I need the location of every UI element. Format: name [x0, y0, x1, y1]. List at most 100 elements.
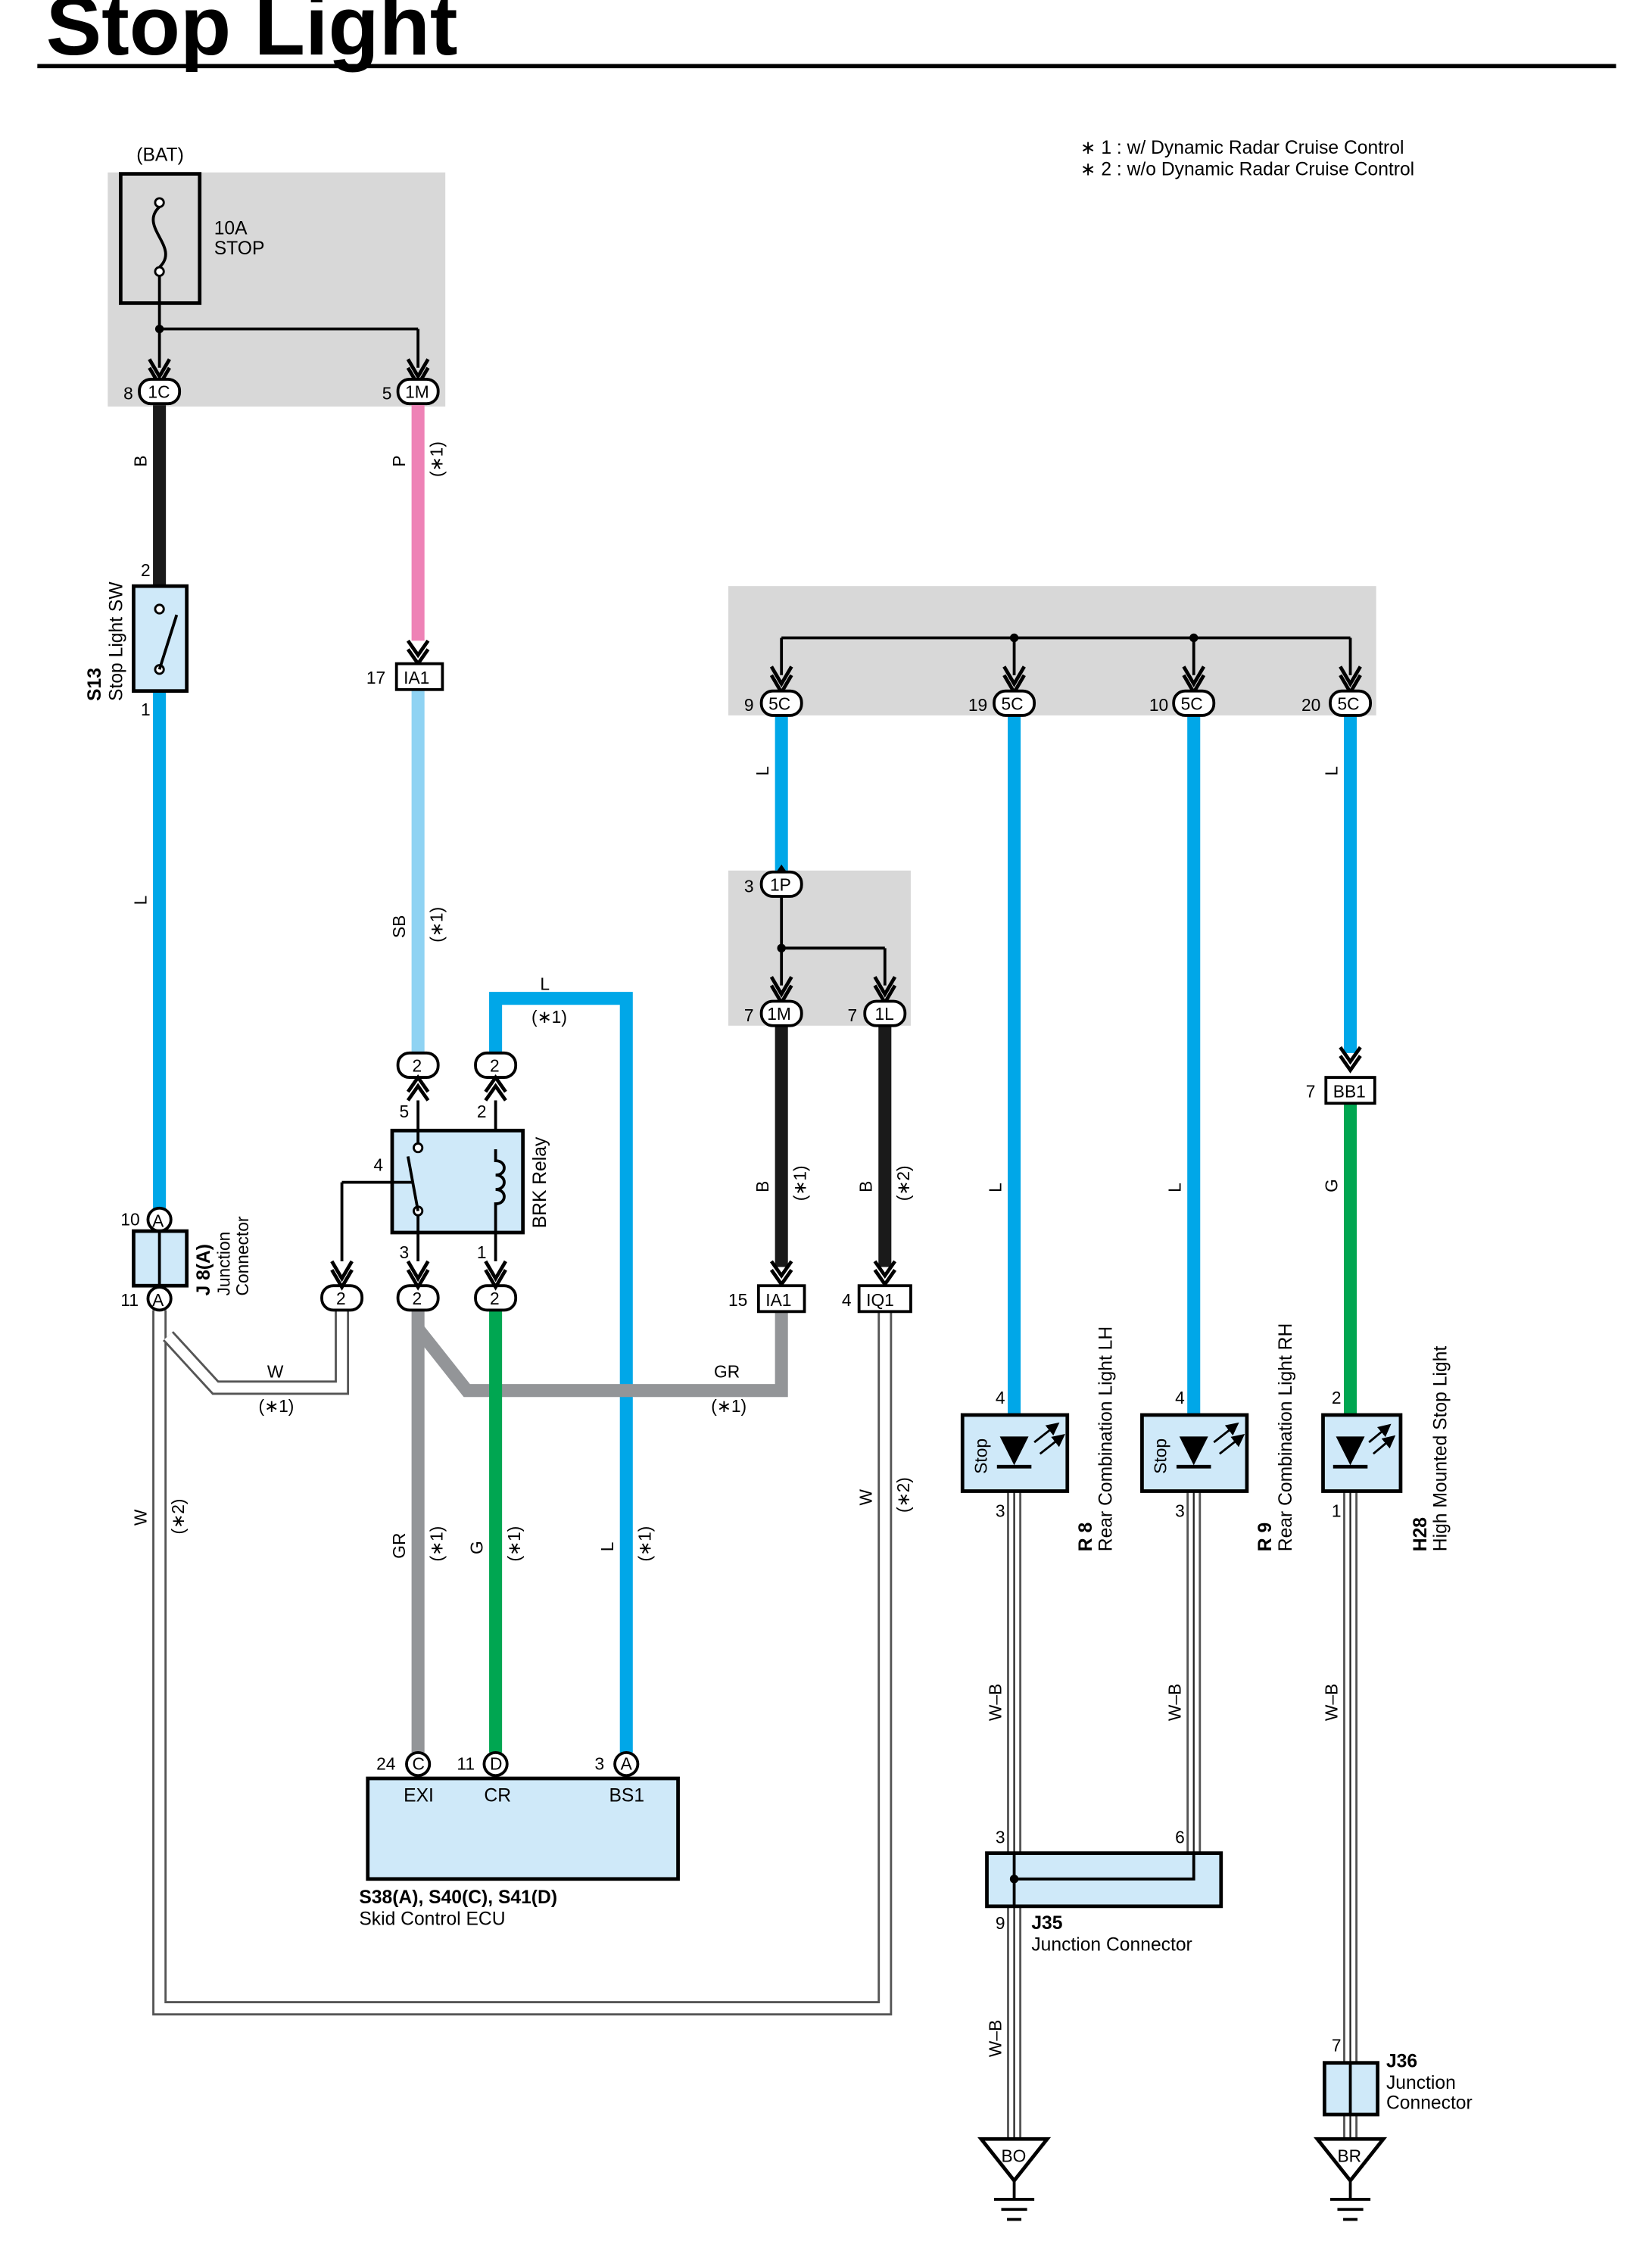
wire-note-1: (∗1)	[426, 1526, 446, 1562]
fuse-terminal	[154, 266, 165, 277]
connector-5c	[993, 689, 1036, 717]
wire-label-l: L	[1321, 766, 1341, 776]
h28-code: H28	[1410, 1517, 1431, 1551]
relay-pin-1: 1	[477, 1242, 487, 1262]
wire-wb-stripe	[1013, 1491, 1351, 2138]
connector-5c-pin: 10	[1149, 695, 1168, 715]
connector-bb1	[1324, 1076, 1376, 1105]
r8-code: R 8	[1076, 1523, 1096, 1551]
wire-note-1: (∗1)	[635, 1526, 655, 1562]
splice-dot	[1009, 1875, 1019, 1884]
ground-icon	[977, 2137, 1052, 2184]
connector-ia1-top-pin: 17	[366, 668, 385, 687]
s13-pin-top: 2	[141, 560, 151, 580]
ground-icon	[1313, 2137, 1388, 2184]
r9-pin-bot: 3	[1175, 1501, 1185, 1521]
connector-arrow-icon	[406, 1074, 430, 1102]
wire-label-gr: GR	[714, 1362, 740, 1382]
ecu-codes: S38(A), S40(C), S41(D)	[359, 1887, 557, 1908]
skid-control-ecu	[366, 1776, 680, 1881]
j8-name: Junction	[214, 1232, 234, 1296]
wire-w-relay	[163, 1310, 350, 1395]
connector-5c-pin: 20	[1301, 695, 1320, 715]
relay-connector-pin: 2	[490, 1289, 500, 1308]
note-1: ∗ 1 : w/ Dynamic Radar Cruise Control	[1080, 138, 1404, 158]
wire-note-1: (∗1)	[426, 907, 446, 943]
wire-note-1: (∗1)	[531, 1007, 567, 1027]
j35-pin-right: 6	[1175, 1827, 1185, 1847]
ecu-terminal	[405, 1750, 432, 1778]
j35-pin-out: 9	[996, 1913, 1005, 1933]
wire-label-p: P	[389, 455, 409, 466]
wire-label-l: L	[540, 974, 550, 993]
connector-5c-pin: 19	[968, 695, 987, 715]
j36-name: Connector	[1386, 2093, 1473, 2113]
wire-label-gr: GR	[389, 1533, 409, 1559]
ground-bo-label: BO	[1001, 2146, 1026, 2166]
connector-5c-id: 5C	[1001, 693, 1023, 713]
r9-lamp-label: Stop	[1151, 1438, 1170, 1474]
ecu-terminal-letter: C	[413, 1754, 425, 1774]
wire-label-wb: W–B	[985, 2020, 1005, 2057]
wire-note-2: (∗2)	[893, 1477, 913, 1513]
connector-1c-id: 1C	[148, 382, 170, 402]
connector-1m	[396, 378, 440, 406]
r9-rear-combination-light-rh: Stop	[1140, 1413, 1249, 1493]
ecu-terminal	[482, 1750, 509, 1778]
connector-ia1-bottom	[756, 1284, 806, 1314]
light-ray-icon	[1039, 1434, 1065, 1455]
page-title: Stop Light	[46, 0, 458, 73]
connector-ia1-bottom-id: IA1	[765, 1290, 791, 1310]
wire-note-1: (∗1)	[711, 1396, 747, 1416]
wire-label-g: G	[467, 1541, 487, 1554]
j36-name: Junction	[1386, 2073, 1456, 2093]
led-icon	[1179, 1436, 1208, 1466]
relay-connector-pin: 2	[413, 1289, 422, 1308]
connector-ia1-bottom-pin: 15	[728, 1290, 747, 1310]
connector-1p-pin: 3	[744, 876, 754, 896]
connector-5c-id: 5C	[1181, 693, 1203, 713]
h28-pin-bot: 1	[1332, 1501, 1342, 1521]
j35-name: Junction Connector	[1031, 1935, 1192, 1956]
wire-wb-inner	[1008, 1491, 1356, 2138]
j35-pin-left: 3	[996, 1827, 1005, 1847]
wire-label-w: W	[267, 1362, 284, 1382]
wire-label-b: B	[856, 1181, 876, 1192]
light-ray-icon	[1033, 1422, 1060, 1444]
wire-l-relay-ecu	[489, 992, 633, 1753]
r8-name: Rear Combination Light LH	[1096, 1326, 1117, 1551]
connector-5c	[759, 689, 803, 717]
wire-label-l: L	[1165, 1183, 1185, 1192]
j8-terminal-letter: A	[152, 1290, 164, 1310]
connector-arrow-icon	[1339, 1046, 1362, 1074]
wire-note-1: (∗1)	[259, 1396, 295, 1416]
wire-label-b: B	[131, 455, 151, 466]
j8-terminal-letter: A	[152, 1211, 164, 1230]
connector-5c	[1172, 689, 1216, 717]
wire-w-inner	[154, 1310, 890, 2014]
relay-coil-icon	[494, 1149, 506, 1233]
wire-label-wb: W–B	[1321, 1684, 1341, 1721]
relay-connector-pin: 2	[336, 1289, 346, 1308]
connector-1m-pin: 5	[382, 384, 392, 404]
connector-arrow-icon	[484, 1260, 507, 1291]
connector-5c-pin: 9	[744, 695, 754, 715]
connector-arrow-icon	[406, 1260, 430, 1291]
ecu-terminal-letter: A	[621, 1754, 633, 1774]
fuse-icon	[151, 205, 167, 269]
wire-label-w: W	[131, 1509, 151, 1526]
connector-ia1-top	[394, 662, 444, 691]
ground-br-label: BR	[1337, 2146, 1361, 2166]
wire-note-1: (∗1)	[504, 1526, 524, 1562]
light-ray-icon	[1372, 1435, 1396, 1455]
ecu-terminal-name: CR	[484, 1785, 511, 1806]
stop-light-switch	[132, 584, 189, 693]
wire-label-g: G	[1321, 1179, 1341, 1192]
j8-terminal	[146, 1286, 173, 1312]
connector-arrow-icon	[406, 639, 430, 667]
j8-name: Connector	[232, 1216, 252, 1295]
relay-pin-3: 3	[399, 1242, 409, 1262]
wire-note-2: (∗2)	[893, 1165, 913, 1201]
connector-5c-id: 5C	[768, 693, 790, 713]
connector-5c	[1329, 689, 1373, 717]
